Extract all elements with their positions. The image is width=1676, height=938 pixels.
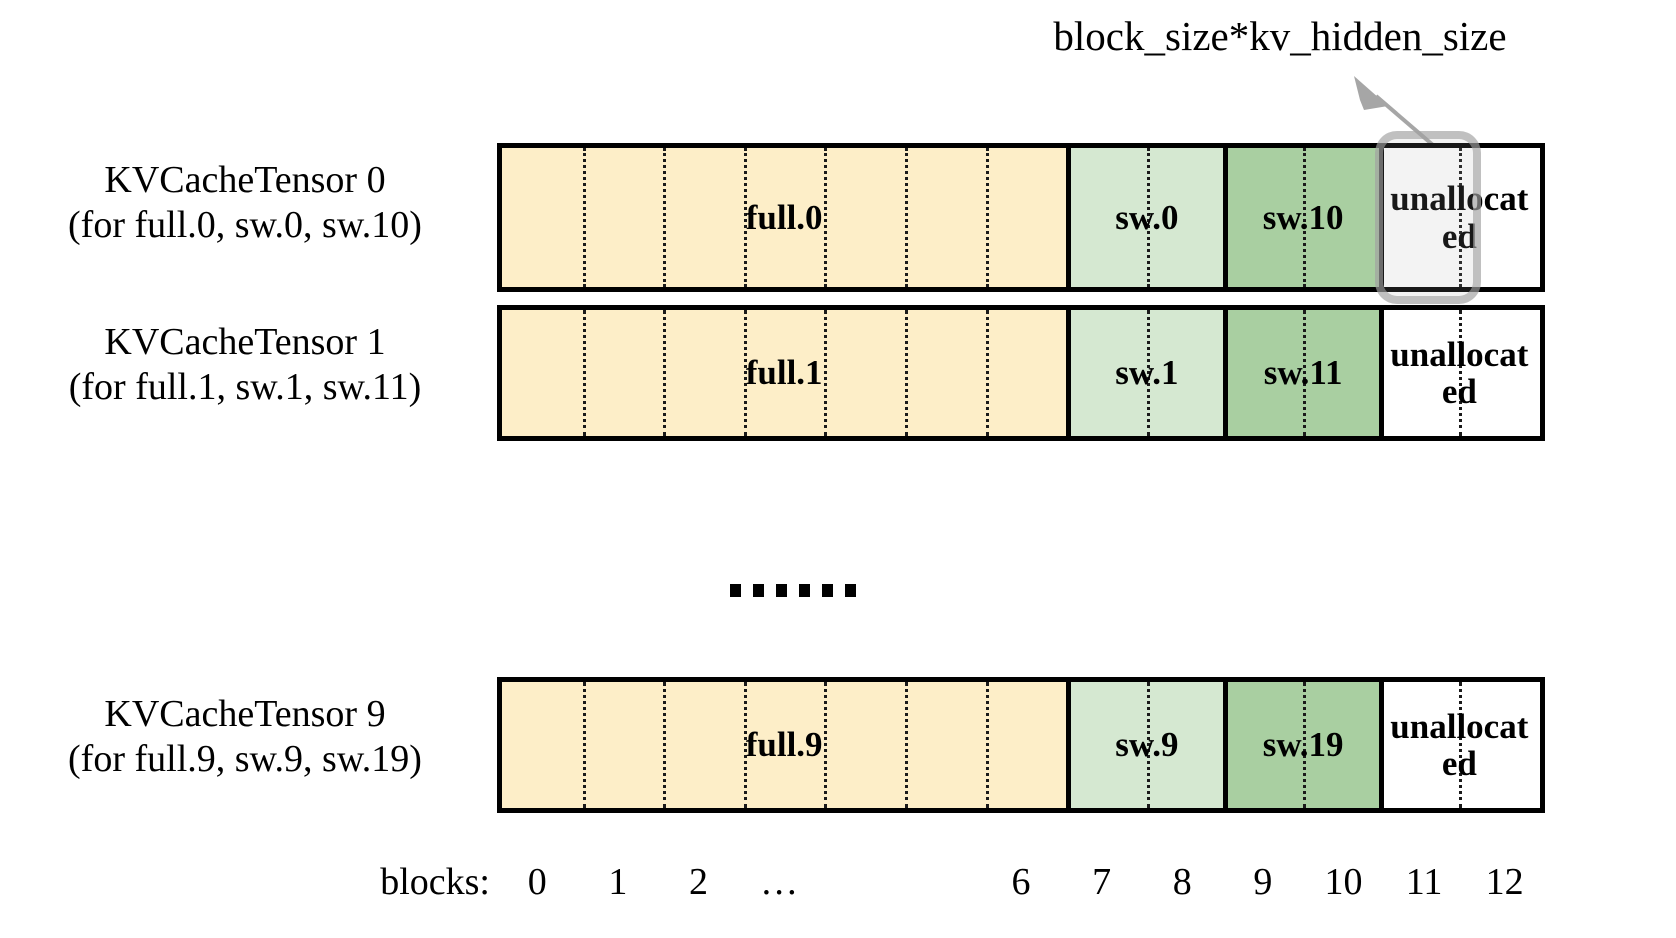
tensor-region-full[interactable]: full.1 [502,310,1067,436]
tensor-region-sw-light[interactable]: sw.0 [1066,148,1223,287]
tensor-region-sw-light[interactable]: sw.9 [1066,682,1223,808]
blocks-axis-title: blocks: [380,861,490,903]
block-divider [1146,682,1150,808]
block-size-annotation-label: block_size*kv_hidden_size [1053,13,1507,59]
block-divider [1146,310,1150,436]
tensor-region-full[interactable]: full.0 [502,148,1067,287]
ellipsis-dot [776,584,787,597]
block-divider [824,682,828,808]
vertical-ellipsis [730,584,856,597]
tensor-row-label-subtitle: (for full.1, sw.1, sw.11) [68,365,422,408]
tensor-region-label: sw.1 [1115,353,1179,393]
ellipsis-dot [753,584,764,597]
blocks-axis-tick: 9 [1253,861,1273,903]
blocks-axis-tick: … [760,861,799,903]
tensor-row-label: KVCacheTensor 9(for full.9, sw.9, sw.19) [10,692,480,782]
blocks-axis-tick: 10 [1324,861,1363,903]
block-divider [1459,148,1463,287]
block-divider [582,310,586,436]
ellipsis-dot [799,584,810,597]
tensor-region-label: full.1 [745,353,823,393]
tensor-region-full[interactable]: full.9 [502,682,1067,808]
block-divider [985,310,989,436]
block-divider [985,682,989,808]
tensor-region-label: sw.9 [1115,725,1179,765]
tensor-region-label: full.9 [745,725,823,765]
block-divider [1459,682,1463,808]
block-divider [985,148,989,287]
block-divider [905,148,909,287]
tensor-region-label: sw.19 [1262,725,1344,765]
blocks-axis-tick: 7 [1092,861,1112,903]
block-divider [1303,310,1307,436]
block-divider [1303,148,1307,287]
blocks-axis-tick: 6 [1011,861,1031,903]
block-divider [1146,148,1150,287]
block-divider [824,148,828,287]
block-divider [663,310,667,436]
block-divider [905,682,909,808]
blocks-axis-tick: 12 [1485,861,1524,903]
kv-cache-tensor-bar[interactable]: full.9 sw.9 sw.19 unallocated [497,677,1545,813]
blocks-axis-tick: 8 [1172,861,1192,903]
tensor-row-label-title: KVCacheTensor 0 [104,159,386,201]
tensor-region-unallocated[interactable]: unallocated [1378,148,1535,287]
block-divider [905,310,909,436]
blocks-axis-tick: 11 [1405,861,1443,903]
blocks-axis-tick: 0 [527,861,547,903]
block-divider [1303,682,1307,808]
tensor-region-label: full.0 [745,197,823,237]
ellipsis-dot [822,584,833,597]
tensor-region-unallocated[interactable]: unallocated [1378,310,1535,436]
tensor-row-label: KVCacheTensor 1(for full.1, sw.1, sw.11) [10,320,480,410]
tensor-region-unallocated[interactable]: unallocated [1378,682,1535,808]
block-divider [743,310,747,436]
tensor-region-label: unallocated [1390,706,1529,783]
tensor-row-label-title: KVCacheTensor 9 [104,693,386,735]
block-divider [582,682,586,808]
tensor-region-label: sw.10 [1262,197,1344,237]
tensor-region-label: sw.11 [1263,353,1343,393]
tensor-region-label: sw.0 [1115,197,1179,237]
block-divider [743,682,747,808]
tensor-region-label: unallocated [1390,179,1529,256]
ellipsis-dot [730,584,741,597]
tensor-region-sw-dark[interactable]: sw.10 [1222,148,1379,287]
block-divider [663,682,667,808]
block-divider [824,310,828,436]
tensor-region-label: unallocated [1390,334,1529,411]
tensor-region-sw-dark[interactable]: sw.11 [1222,310,1379,436]
blocks-axis-tick: 1 [608,861,628,903]
tensor-row-label-subtitle: (for full.9, sw.9, sw.19) [68,737,422,780]
block-divider [743,148,747,287]
tensor-region-sw-dark[interactable]: sw.19 [1222,682,1379,808]
block-divider [663,148,667,287]
blocks-axis-tick: 2 [689,861,709,903]
tensor-row-label: KVCacheTensor 0(for full.0, sw.0, sw.10) [10,158,480,248]
tensor-row-label-subtitle: (for full.0, sw.0, sw.10) [68,203,422,246]
kv-cache-tensor-bar[interactable]: full.0 sw.0 sw.10 unallocated [497,143,1545,292]
tensor-region-sw-light[interactable]: sw.1 [1066,310,1223,436]
block-divider [582,148,586,287]
tensor-row-label-title: KVCacheTensor 1 [104,321,386,363]
ellipsis-dot [845,584,856,597]
block-divider [1459,310,1463,436]
kv-cache-tensor-bar[interactable]: full.1 sw.1 sw.11 unallocated [497,305,1545,441]
